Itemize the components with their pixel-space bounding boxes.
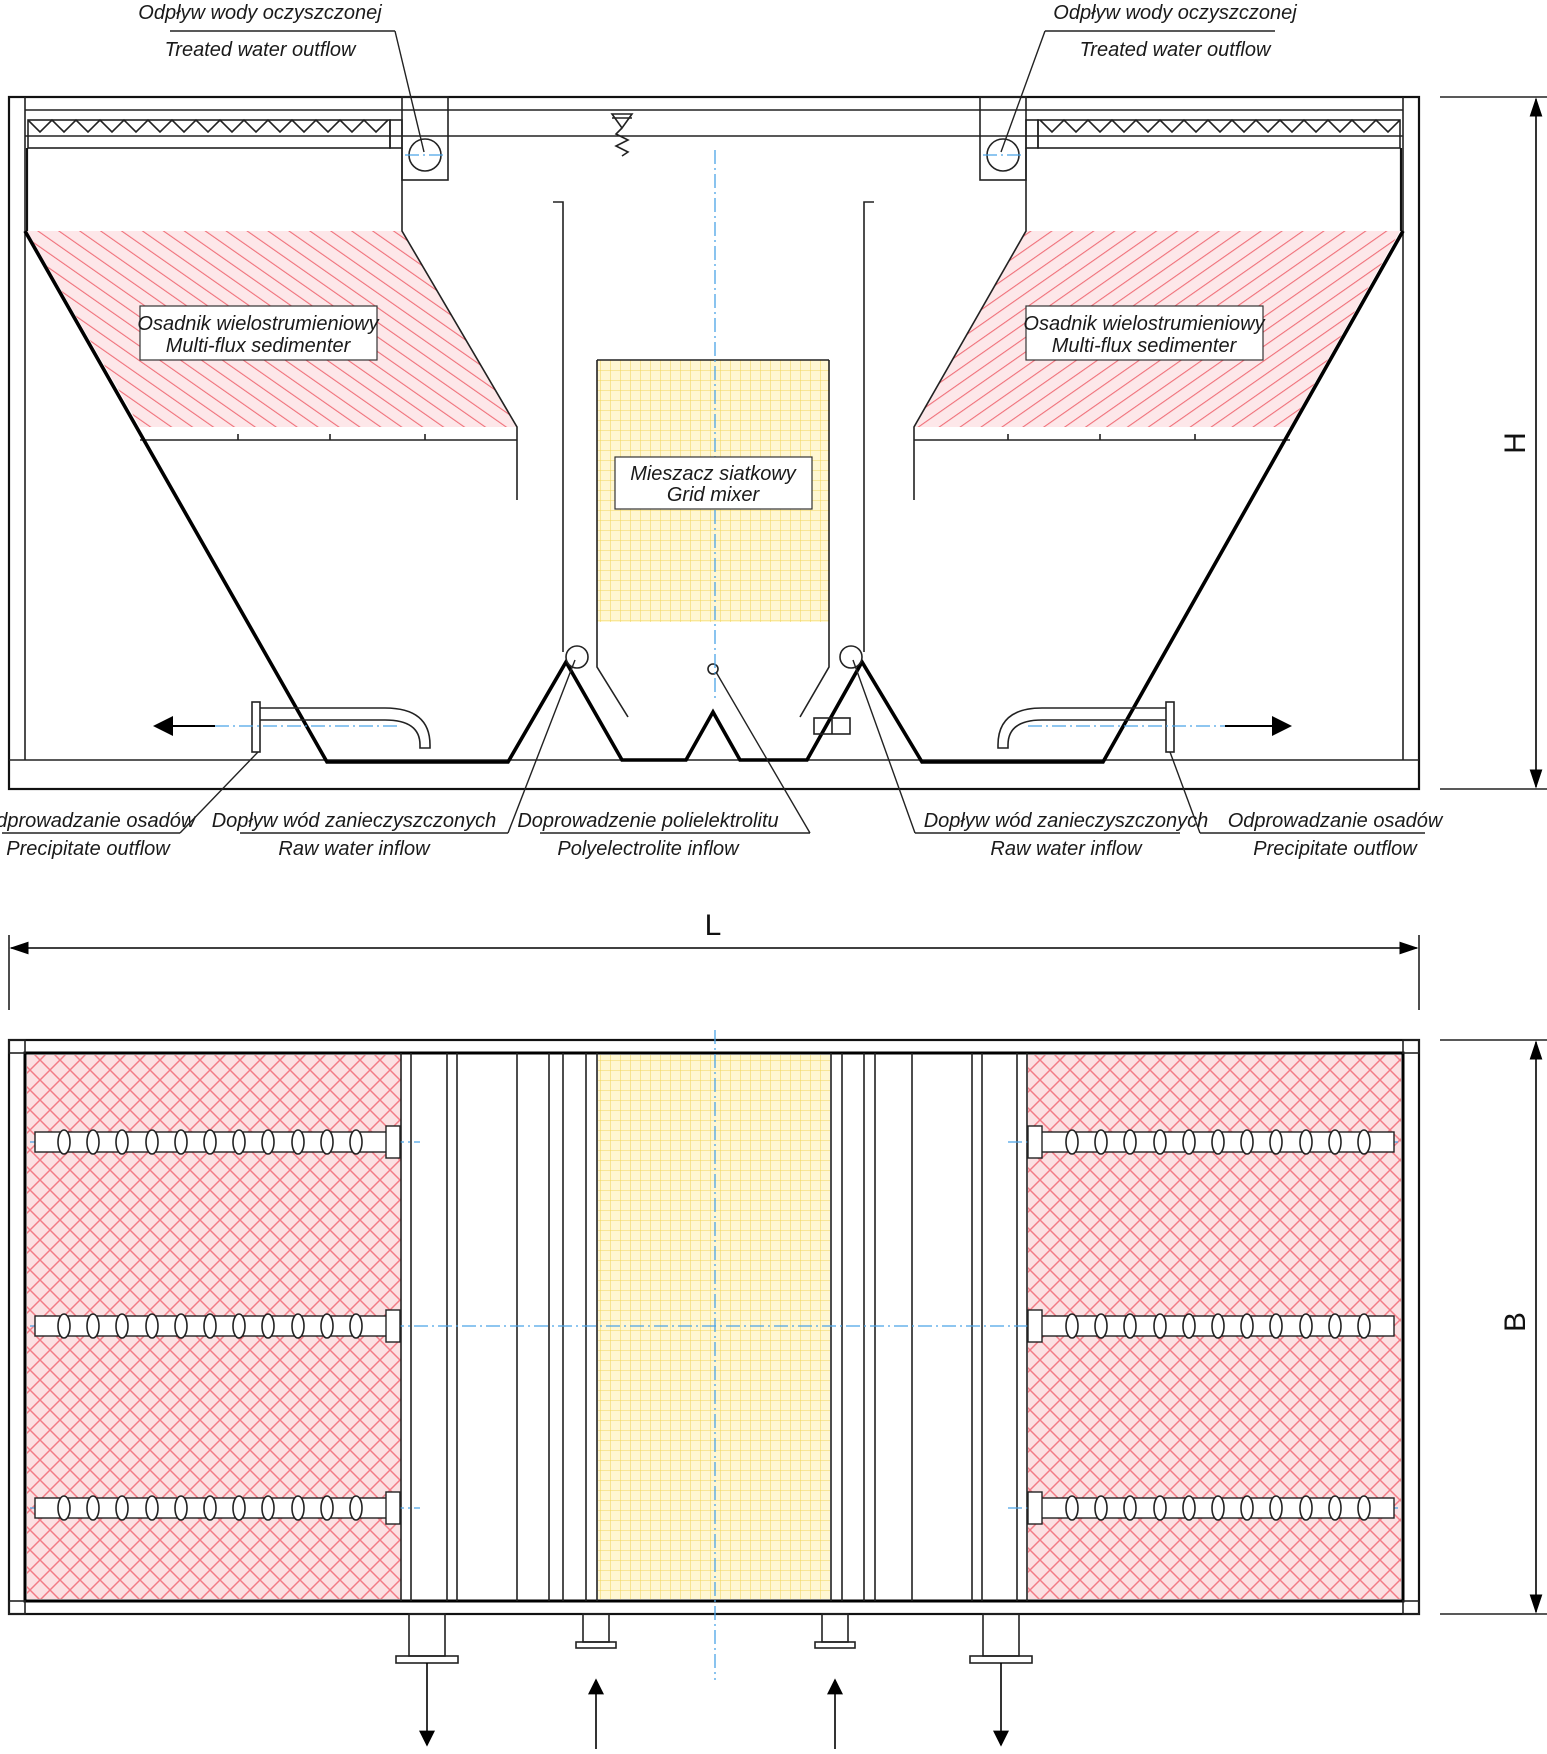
plate-support-right — [913, 148, 1027, 500]
treated-outflow-left-en: Treated water outflow — [165, 39, 357, 61]
polyelectrolite-pipe — [707, 663, 719, 675]
raw-nozzle-right — [814, 1613, 856, 1649]
width-dimension: B — [1440, 1039, 1547, 1615]
outflow-chamber-right — [979, 96, 1027, 181]
raw-inflow-right-en: Raw water inflow — [990, 838, 1143, 860]
width-dimension-label: B — [1499, 1312, 1532, 1332]
raw-inflow-left-en: Raw water inflow — [278, 838, 431, 860]
outflow-chamber-left — [401, 96, 449, 181]
polyelectrolite-en: Polyelectrolite inflow — [557, 838, 740, 860]
sludge-pipe-left — [251, 701, 431, 753]
precipitate-left-en: Precipitate outflow — [6, 838, 171, 860]
raw-inflow-left-pl: Dopływ wód zanieczyszczonych — [212, 810, 497, 832]
water-level-icon — [610, 113, 634, 157]
corner-left-top — [8, 1039, 26, 1054]
height-dimension: H — [1440, 96, 1547, 790]
sedimenter-left-label-en: Multi-flux sedimenter — [166, 335, 352, 357]
distribution-pipe-right-1 — [1027, 1125, 1395, 1159]
treated-outflow-right-pl: Odpływ wody oczyszczonej — [1053, 2, 1297, 24]
section-view: Osadnik wielostrumieniowy Multi-flux sed… — [0, 2, 1547, 860]
mixer-label-en: Grid mixer — [667, 484, 761, 506]
collecting-trough-left — [27, 118, 403, 149]
mixer-label-pl: Mieszacz siatkowy — [630, 463, 797, 485]
sedimenter-right-label-pl: Osadnik wielostrumieniowy — [1023, 313, 1265, 335]
hopper-left — [23, 230, 1405, 764]
distribution-pipe-left-1 — [34, 1125, 401, 1159]
distribution-pipe-right-3 — [1027, 1491, 1395, 1525]
raw-nozzle-left — [575, 1613, 617, 1649]
raw-inflow-right-pl: Dopływ wód zanieczyszczonych — [924, 810, 1209, 832]
precipitate-left-pl: Odprowadzanie osadów — [0, 810, 197, 832]
precipitate-right-en: Precipitate outflow — [1253, 838, 1418, 860]
precipitate-right-pl: Odprowadzanie osadów — [1228, 810, 1444, 832]
sludge-nozzle-right — [969, 1613, 1033, 1664]
sludge-pipe-right — [997, 701, 1175, 753]
polyelectrolite-pl: Doprowadzenie polielektrolitu — [517, 810, 778, 832]
distribution-pipe-right-2 — [1027, 1309, 1395, 1343]
length-dimension: L — [8, 909, 1420, 1010]
plate-support-left — [401, 148, 518, 500]
baffle-left — [553, 201, 564, 652]
plan-view: B — [7, 1030, 1547, 1749]
raw-inlet-pipe-left — [565, 645, 589, 669]
raw-inlet-pipe-right — [839, 645, 863, 669]
sludge-nozzle-left — [395, 1613, 459, 1664]
distribution-pipe-left-3 — [34, 1491, 401, 1525]
tank-outline — [7, 95, 1421, 791]
height-dimension-label: H — [1499, 432, 1532, 454]
distribution-pipe-left-2 — [34, 1309, 401, 1343]
sedimenter-left-label-pl: Osadnik wielostrumieniowy — [137, 313, 379, 335]
sedimenter-right-label-en: Multi-flux sedimenter — [1052, 335, 1238, 357]
length-dimension-label: L — [705, 909, 722, 942]
plan-outline — [7, 1038, 1421, 1616]
treated-outflow-left-pl: Odpływ wody oczyszczonej — [138, 2, 382, 24]
plan-grid-mixer — [598, 1055, 830, 1599]
treated-outflow-right-en: Treated water outflow — [1080, 39, 1272, 61]
collecting-trough-right — [1025, 118, 1401, 149]
baffle-right — [863, 201, 874, 652]
